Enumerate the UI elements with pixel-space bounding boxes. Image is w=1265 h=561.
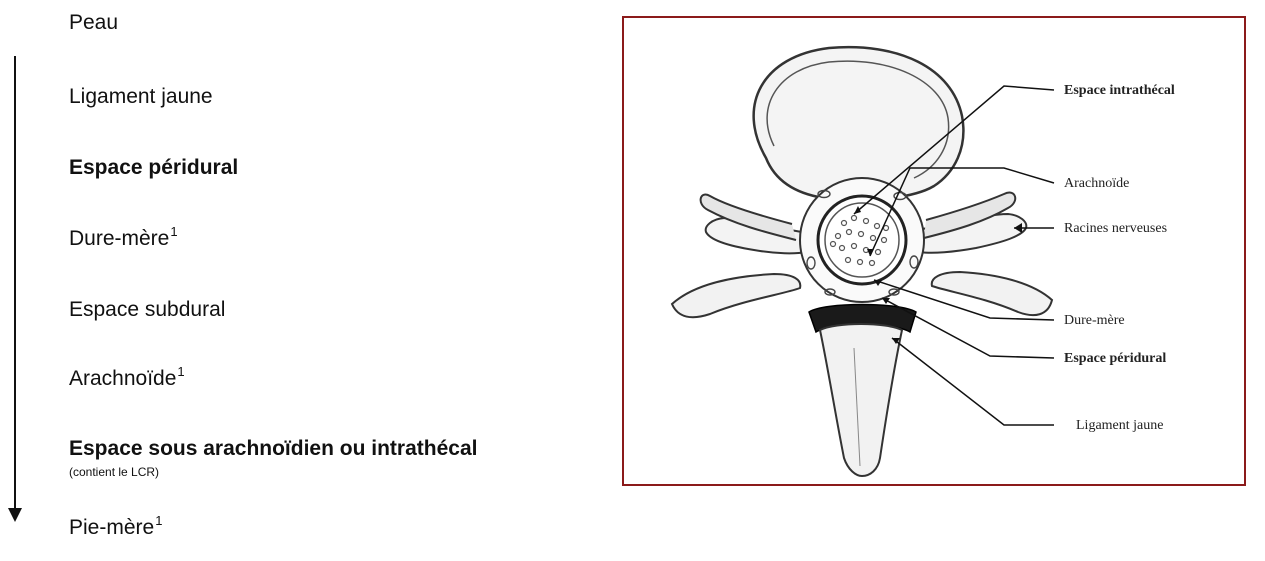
layer-ligament-jaune: Ligament jaune bbox=[69, 84, 213, 110]
layer-label: Arachnoïde bbox=[69, 367, 176, 390]
label-arachnoide: Arachnoïde bbox=[1064, 176, 1129, 191]
layer-espace-peridural: Espace péridural bbox=[69, 155, 238, 181]
layer-label: Pie-mère bbox=[69, 516, 154, 539]
right-lamina bbox=[932, 272, 1052, 315]
layer-label: Dure-mère bbox=[69, 227, 169, 250]
layer-peau: Peau bbox=[69, 10, 118, 36]
layer-label: Ligament jaune bbox=[69, 85, 213, 108]
layer-note: (contient le LCR) bbox=[69, 465, 159, 479]
spinous-process bbox=[820, 324, 902, 476]
arachnoid bbox=[825, 203, 899, 277]
layer-espace-intrathecal: Espace sous arachnoïdien ou intrathécal bbox=[69, 436, 477, 462]
label-espace-intrathecal: Espace intrathécal bbox=[1064, 83, 1175, 98]
layer-pie-mere: Pie-mère1 bbox=[69, 515, 162, 543]
label-racines-nerveuses: Racines nerveuses bbox=[1064, 221, 1167, 236]
layer-arachnoide: Arachnoïde1 bbox=[69, 366, 185, 394]
footnote-marker: 1 bbox=[170, 224, 177, 239]
depth-arrow-head bbox=[8, 508, 22, 522]
footnote-marker: 1 bbox=[177, 364, 184, 379]
figure-frame: Espace intrathécal Arachnoïde Racines ne… bbox=[622, 16, 1246, 486]
label-dure-mere: Dure-mère bbox=[1064, 313, 1125, 328]
label-ligament-jaune: Ligament jaune bbox=[1076, 418, 1163, 433]
layer-dure-mere: Dure-mère1 bbox=[69, 226, 178, 254]
footnote-marker: 1 bbox=[155, 513, 162, 528]
left-lamina bbox=[672, 274, 800, 317]
layer-label: Espace subdural bbox=[69, 298, 225, 321]
label-espace-peridural: Espace péridural bbox=[1064, 351, 1166, 366]
vertebra-illustration: Espace intrathécal Arachnoïde Racines ne… bbox=[624, 18, 1244, 484]
layer-label: Peau bbox=[69, 11, 118, 34]
layer-label: Espace sous arachnoïdien ou intrathécal bbox=[69, 437, 477, 460]
layer-label: Espace péridural bbox=[69, 156, 238, 179]
depth-arrow-line bbox=[14, 56, 16, 510]
layer-espace-subdural: Espace subdural bbox=[69, 297, 225, 323]
